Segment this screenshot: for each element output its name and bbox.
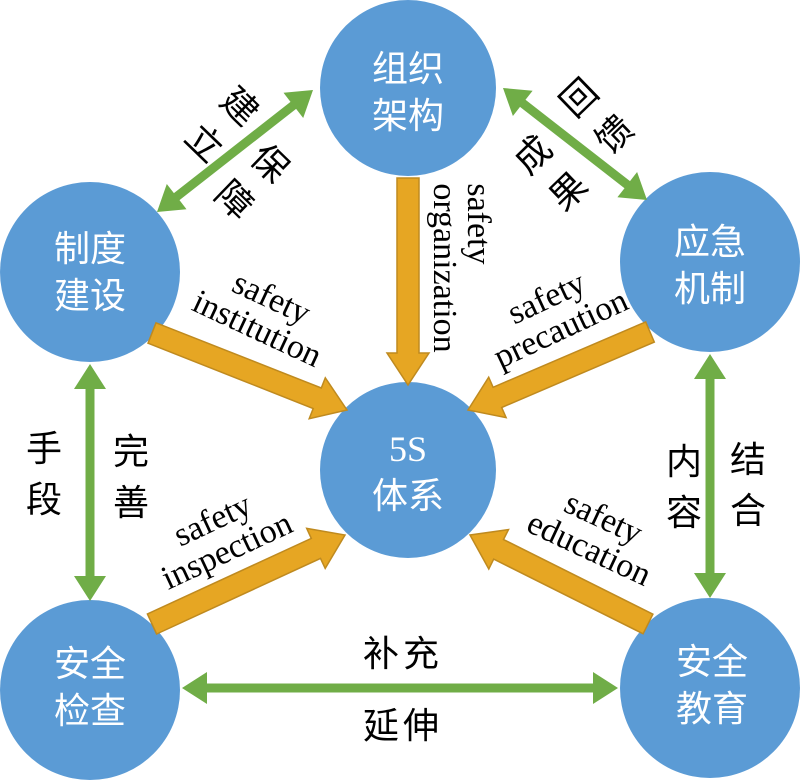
node-education-circle (620, 598, 800, 778)
link-label-precaution-education-outer: 结合 (724, 440, 765, 543)
link-label-institution-inspection-inner: 完善 (107, 432, 148, 535)
input-arrow-inspection-to-core (146, 527, 347, 635)
node-label-line: 制度 (53, 229, 127, 269)
node-label-line: 检查 (53, 691, 127, 731)
node-label-line: 5S (388, 429, 428, 469)
node-precaution-circle (620, 172, 800, 352)
node-inspection-label: 安全 检查 (54, 641, 126, 735)
node-inspection-circle (0, 600, 180, 780)
node-organization-label: 组织 架构 (372, 46, 444, 140)
link-arrow-organization-institution (157, 90, 313, 212)
input-arrow-organization-to-core (385, 177, 431, 387)
node-institution-label: 制度 建设 (54, 226, 126, 320)
link-label-inspection-education-above: 补充 (362, 634, 444, 675)
node-label-line: 建设 (53, 276, 127, 316)
link-arrow-institution-inspection (74, 364, 106, 601)
node-label-line: 架构 (371, 96, 445, 136)
node-institution-circle (0, 182, 180, 362)
node-label-line: 安全 (675, 642, 749, 682)
input-arrow-institution-to-core (147, 321, 349, 420)
link-arrow-organization-precaution (503, 88, 647, 200)
input-arrows (146, 177, 656, 635)
link-label-institution-inspection-outer: 手段 (20, 429, 61, 532)
node-precaution-label: 应急 机制 (674, 219, 746, 313)
node-label-line: 体系 (371, 476, 445, 516)
node-label-line: 机制 (673, 269, 747, 309)
node-label-line: 组织 (371, 49, 445, 89)
input-arrow-precaution-to-core (466, 320, 656, 419)
input-arrow-education-to-core (468, 528, 654, 635)
link-arrows (74, 88, 726, 704)
link-arrow-precaution-education (694, 354, 726, 598)
link-label-precaution-education-inner: 内容 (660, 442, 701, 545)
node-label-line: 安全 (53, 644, 127, 684)
node-label-line: 应急 (673, 222, 747, 262)
link-arrow-inspection-education (182, 672, 618, 704)
node-education-label: 安全 教育 (676, 639, 748, 733)
node-core-label: 5S 体系 (372, 426, 444, 520)
node-label-line: 教育 (675, 689, 749, 729)
node-core-circle (320, 382, 496, 558)
input-label-line: organization (426, 183, 463, 353)
node-organization-circle (320, 0, 496, 176)
link-label-inspection-education-below: 延伸 (362, 706, 444, 747)
